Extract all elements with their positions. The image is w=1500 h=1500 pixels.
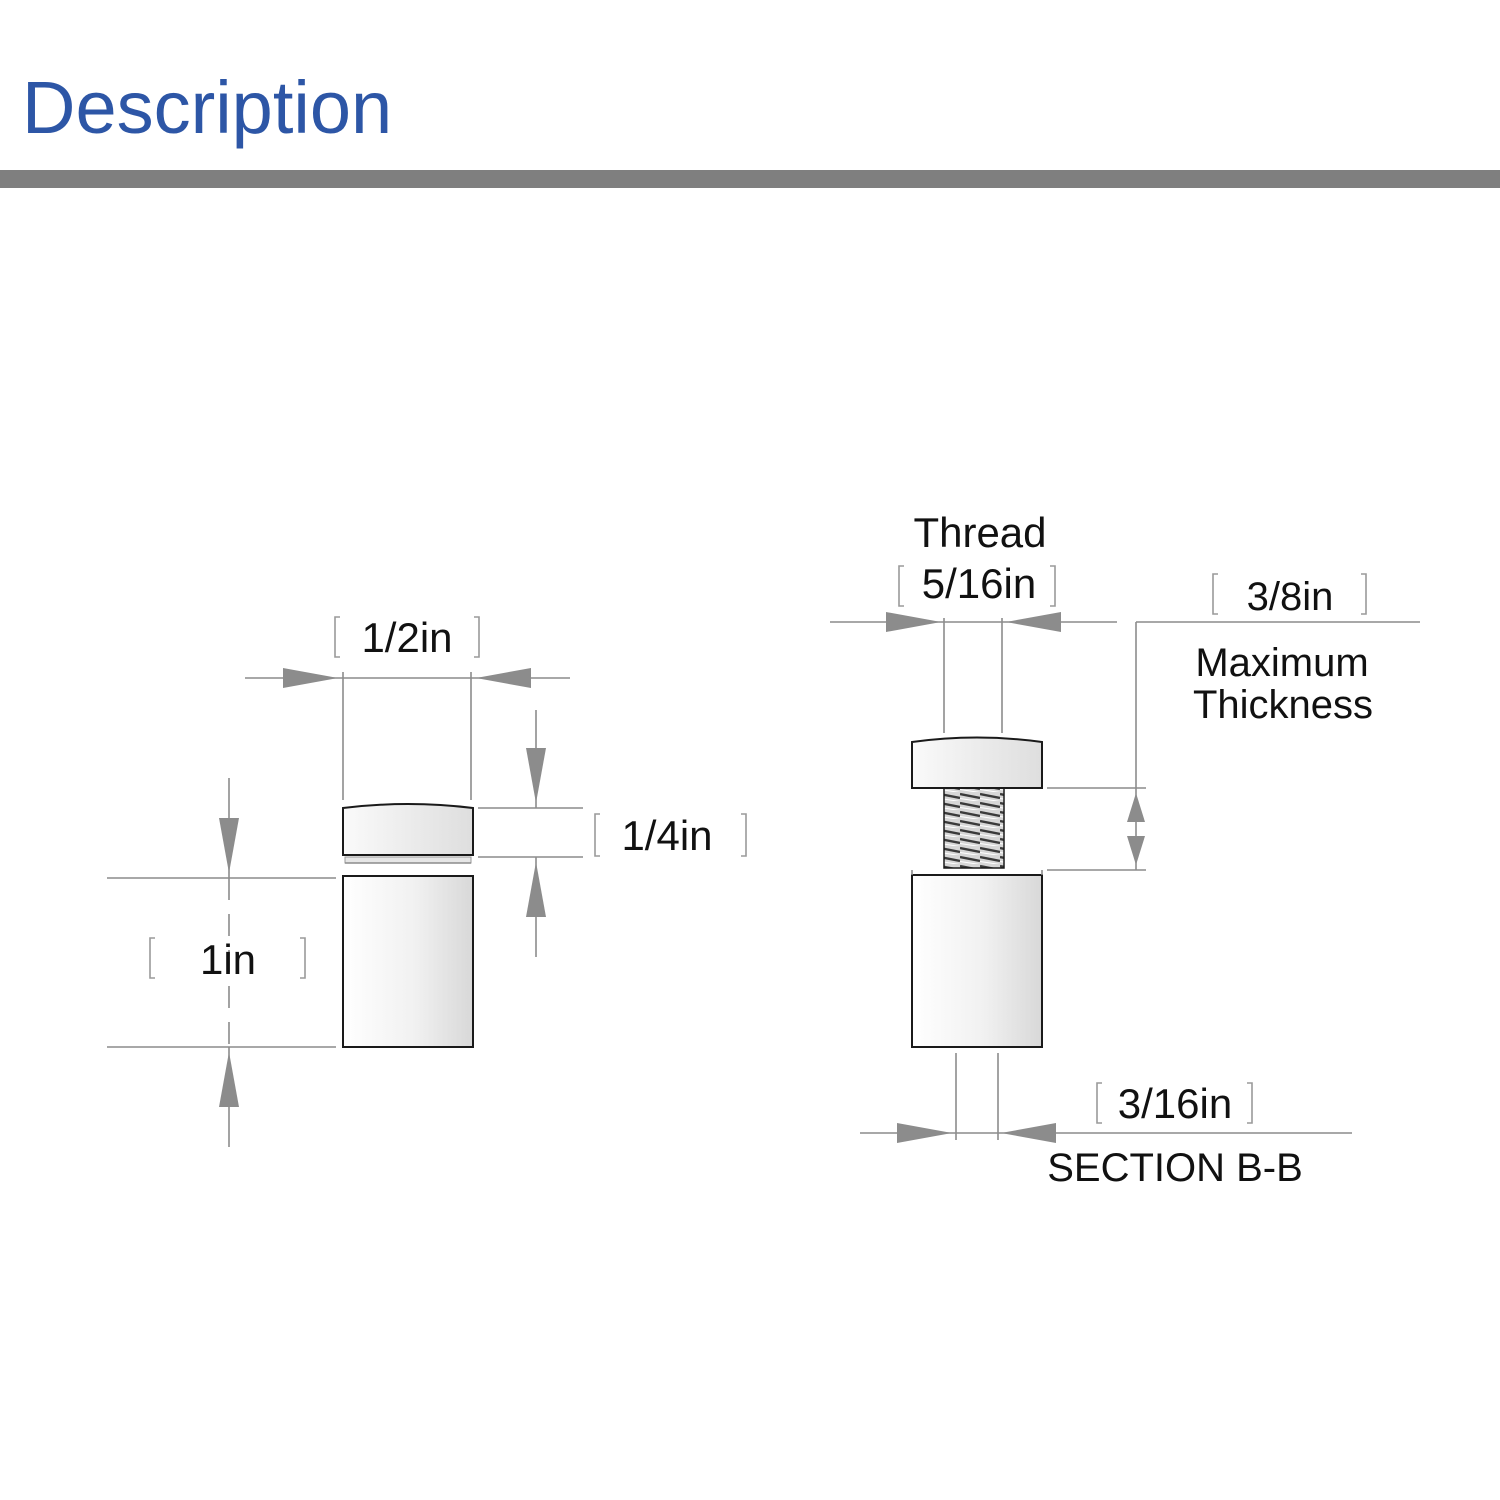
width-label: 1/2in bbox=[361, 614, 452, 661]
dim-thread bbox=[830, 565, 1117, 733]
arrow-left bbox=[1001, 1123, 1056, 1143]
dim-width-left bbox=[245, 616, 570, 800]
arrow-up bbox=[219, 1052, 239, 1107]
left-body bbox=[342, 875, 474, 1048]
arrow-up bbox=[526, 862, 546, 917]
left-standoff bbox=[342, 803, 474, 1048]
base-label: 3/16in bbox=[1118, 1080, 1232, 1127]
dim-body-height bbox=[107, 778, 336, 1147]
dim-base bbox=[860, 1053, 1352, 1143]
max-thickness-line2: Thickness bbox=[1193, 683, 1373, 727]
arrow-left bbox=[1006, 612, 1061, 632]
arrow-left bbox=[476, 668, 531, 688]
arrow-right bbox=[886, 612, 941, 632]
thread-title: Thread bbox=[913, 509, 1046, 556]
cap-height-label: 1/4in bbox=[621, 812, 712, 859]
dim-cap-height bbox=[478, 710, 747, 957]
dim-max-thickness bbox=[1047, 573, 1420, 871]
max-thickness-value: 3/8in bbox=[1247, 575, 1334, 619]
thread-screw bbox=[943, 787, 1005, 869]
body-height-label: 1in bbox=[200, 936, 256, 983]
left-gap-ring bbox=[344, 856, 472, 864]
thread-size-label: 5/16in bbox=[922, 560, 1036, 607]
section-label: SECTION B-B bbox=[1047, 1146, 1303, 1190]
arrow-down bbox=[526, 748, 546, 803]
arrow-up bbox=[1127, 793, 1145, 822]
right-cap bbox=[911, 736, 1043, 789]
max-thickness-line1: Maximum bbox=[1195, 641, 1368, 685]
left-cap bbox=[342, 803, 474, 856]
arrow-down bbox=[1127, 836, 1145, 865]
arrow-right bbox=[897, 1123, 952, 1143]
header-divider bbox=[0, 170, 1500, 188]
right-body bbox=[911, 874, 1043, 1048]
page-title: Description bbox=[22, 66, 393, 149]
right-standoff bbox=[911, 736, 1043, 1048]
arrow-right bbox=[283, 668, 338, 688]
arrow-down bbox=[219, 818, 239, 873]
